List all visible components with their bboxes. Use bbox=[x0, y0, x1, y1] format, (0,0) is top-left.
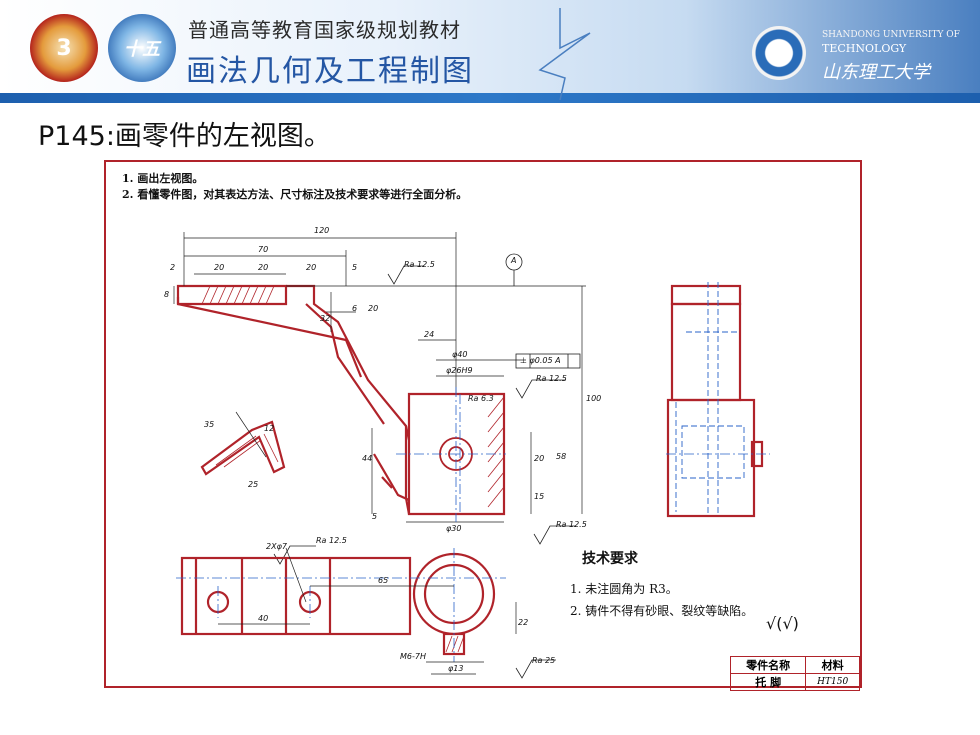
drawing-lines bbox=[173, 232, 770, 679]
dim-phi26h9: φ26H9 bbox=[446, 366, 473, 375]
datum-label: A bbox=[511, 256, 517, 265]
datum-marker bbox=[505, 253, 523, 286]
dim-20v: 20 bbox=[368, 304, 379, 313]
five-year-plan-emblem-icon: 十五 bbox=[108, 14, 176, 82]
zigzag-decoration-icon bbox=[538, 8, 591, 100]
roughness-mid: Ra 12.5 bbox=[536, 374, 567, 383]
roughness-63: Ra 6.3 bbox=[468, 394, 494, 403]
dim-phi30: φ30 bbox=[446, 524, 462, 533]
dim-phi13: φ13 bbox=[448, 664, 464, 673]
university-emblem-icon: 3 bbox=[30, 14, 98, 82]
tolerance-frame bbox=[515, 353, 581, 369]
university-name-cn: 山东理工大学 bbox=[822, 62, 930, 83]
dim-6: 6 bbox=[352, 304, 358, 313]
roughness-holes: Ra 12.5 bbox=[316, 536, 347, 545]
emblem-char: 3 bbox=[56, 35, 72, 61]
front-centerlines bbox=[396, 387, 506, 522]
part-name-label: 零件名称 bbox=[729, 656, 807, 674]
dim-100: 100 bbox=[586, 394, 602, 403]
holes-label: 2Xφ7 bbox=[266, 542, 287, 551]
university-name-en-1: SHANDONG UNIVERSITY OF bbox=[822, 30, 960, 40]
roughness-symbols bbox=[273, 265, 576, 679]
header-band bbox=[0, 93, 980, 103]
title-block: 零件名称 材料 托 脚 HT150 bbox=[729, 656, 860, 691]
front-hatching bbox=[201, 285, 505, 508]
general-roughness-symbol: √(√) bbox=[766, 614, 799, 633]
dim-20b: 20 bbox=[258, 263, 269, 272]
textbook-slogan: 普通高等教育国家级规划教材 bbox=[188, 18, 461, 42]
dim-2: 2 bbox=[170, 263, 176, 272]
dim-70: 70 bbox=[258, 245, 269, 254]
thread-label: M6-7H bbox=[400, 652, 426, 661]
tech-requirement-1: 1. 未注圆角为 R3。 bbox=[570, 582, 678, 596]
left-view-hidden bbox=[675, 282, 745, 516]
dim-5: 5 bbox=[352, 263, 358, 272]
dim-58: 58 bbox=[556, 452, 567, 461]
header-banner: 3 十五 普通高等教育国家级规划教材 画法几何及工程制图 SHANDONG UN… bbox=[0, 0, 980, 103]
course-title: 画法几何及工程制图 bbox=[186, 54, 474, 89]
top-view-hatching bbox=[445, 635, 465, 653]
top-view-centerlines bbox=[176, 548, 506, 662]
top-view-dimension-lines bbox=[218, 547, 517, 675]
dim-40: 40 bbox=[258, 614, 269, 623]
dim-35: 35 bbox=[204, 420, 215, 429]
roughness-25: Ra 25 bbox=[532, 656, 556, 665]
material-value: HT150 bbox=[805, 673, 860, 691]
dim-44: 44 bbox=[362, 454, 373, 463]
dim-32: 32 bbox=[320, 314, 331, 323]
left-view-outline bbox=[666, 284, 764, 518]
dim-15: 15 bbox=[534, 492, 545, 501]
front-view-outline bbox=[176, 284, 506, 516]
instruction-2: 2. 看懂零件图，对其表达方法、尺寸标注及技术要求等进行全面分析。 bbox=[122, 188, 468, 201]
dim-22: 22 bbox=[518, 618, 529, 627]
roughness-top: Ra 12.5 bbox=[404, 260, 435, 269]
material-label: 材料 bbox=[805, 656, 860, 674]
geometric-tolerance: ⊥ φ0.05 A bbox=[520, 356, 561, 365]
university-name-en-2: TECHNOLOGY bbox=[822, 42, 907, 55]
dim-20c: 20 bbox=[306, 263, 317, 272]
dim-5b: 5 bbox=[372, 512, 378, 521]
dim-24: 24 bbox=[424, 330, 435, 339]
instruction-1: 1. 画出左视图。 bbox=[122, 172, 204, 185]
engineering-drawing-sheet: 1. 画出左视图。 2. 看懂零件图，对其表达方法、尺寸标注及技术要求等进行全面… bbox=[104, 160, 862, 691]
sdut-emblem-icon bbox=[752, 26, 806, 80]
dim-phi40: φ40 bbox=[452, 350, 468, 359]
dim-12: 12 bbox=[264, 424, 275, 433]
roughness-bottom: Ra 12.5 bbox=[556, 520, 587, 529]
part-name-value: 托 脚 bbox=[729, 673, 807, 691]
dim-65: 65 bbox=[378, 576, 389, 585]
dim-25: 25 bbox=[248, 480, 259, 489]
top-view-outline bbox=[180, 552, 496, 656]
exercise-heading: P145:画零件的左视图。 bbox=[38, 121, 331, 152]
dim-8: 8 bbox=[164, 290, 170, 299]
dim-120: 120 bbox=[314, 226, 330, 235]
emblem2-char: 十五 bbox=[124, 39, 160, 60]
dim-20a: 20 bbox=[214, 263, 225, 272]
front-dimension-lines bbox=[173, 232, 586, 523]
dim-20c2: 20 bbox=[534, 454, 545, 463]
tech-requirement-2: 2. 铸件不得有砂眼、裂纹等缺陷。 bbox=[570, 604, 754, 618]
tech-requirements-title: 技术要求 bbox=[582, 551, 638, 567]
